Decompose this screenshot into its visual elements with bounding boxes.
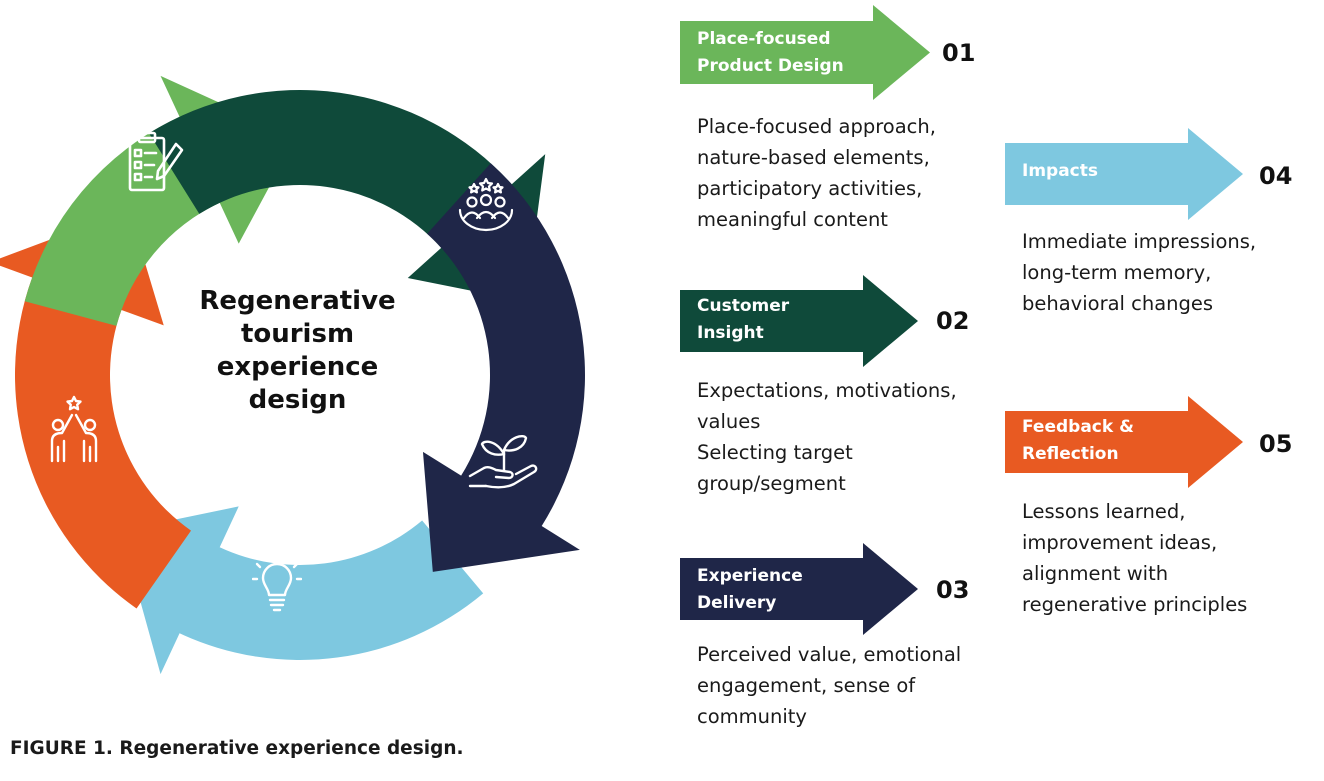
step-number: 04 <box>1259 162 1293 190</box>
cycle-segment-navy <box>422 163 585 572</box>
cycle-center-title: Regenerative tourism experience design <box>199 286 396 415</box>
step-arrow <box>680 275 918 367</box>
hand-sprout-icon <box>466 430 542 494</box>
step-04: Impacts 04 Immediate impressions,long-te… <box>1005 128 1320 328</box>
lightbulb-icon <box>252 555 302 613</box>
community-stars-icon <box>454 176 518 232</box>
step-number: 05 <box>1259 430 1293 458</box>
step-arrow <box>680 5 930 100</box>
cycle-diagram <box>0 75 585 675</box>
step-arrow <box>680 543 918 635</box>
step-05: Feedback &Reflection 05 Lessons learned,… <box>1005 396 1320 626</box>
figure-caption: FIGURE 1. Regenerative experience design… <box>10 738 464 759</box>
step-arrow <box>1005 396 1243 488</box>
step-description: Place-focused approach,nature-based elem… <box>697 115 936 231</box>
step-description: Expectations, motivations,values Selecti… <box>697 379 957 495</box>
step-arrow <box>1005 128 1243 220</box>
cycle-segment-orange <box>0 210 192 609</box>
step-description: Lessons learned,improvement ideas, align… <box>1022 500 1248 616</box>
step-description: Immediate impressions,long-term memory, … <box>1022 230 1257 315</box>
step-label: Feedback &Reflection <box>1022 417 1134 464</box>
step-label: Impacts <box>1022 161 1099 181</box>
step-number: 03 <box>936 576 970 604</box>
cycle-segment-light-blue <box>120 506 484 675</box>
step-number: 01 <box>942 39 976 67</box>
clipboard-icon <box>126 130 184 194</box>
step-number: 02 <box>936 307 970 335</box>
high-five-icon <box>46 395 102 463</box>
